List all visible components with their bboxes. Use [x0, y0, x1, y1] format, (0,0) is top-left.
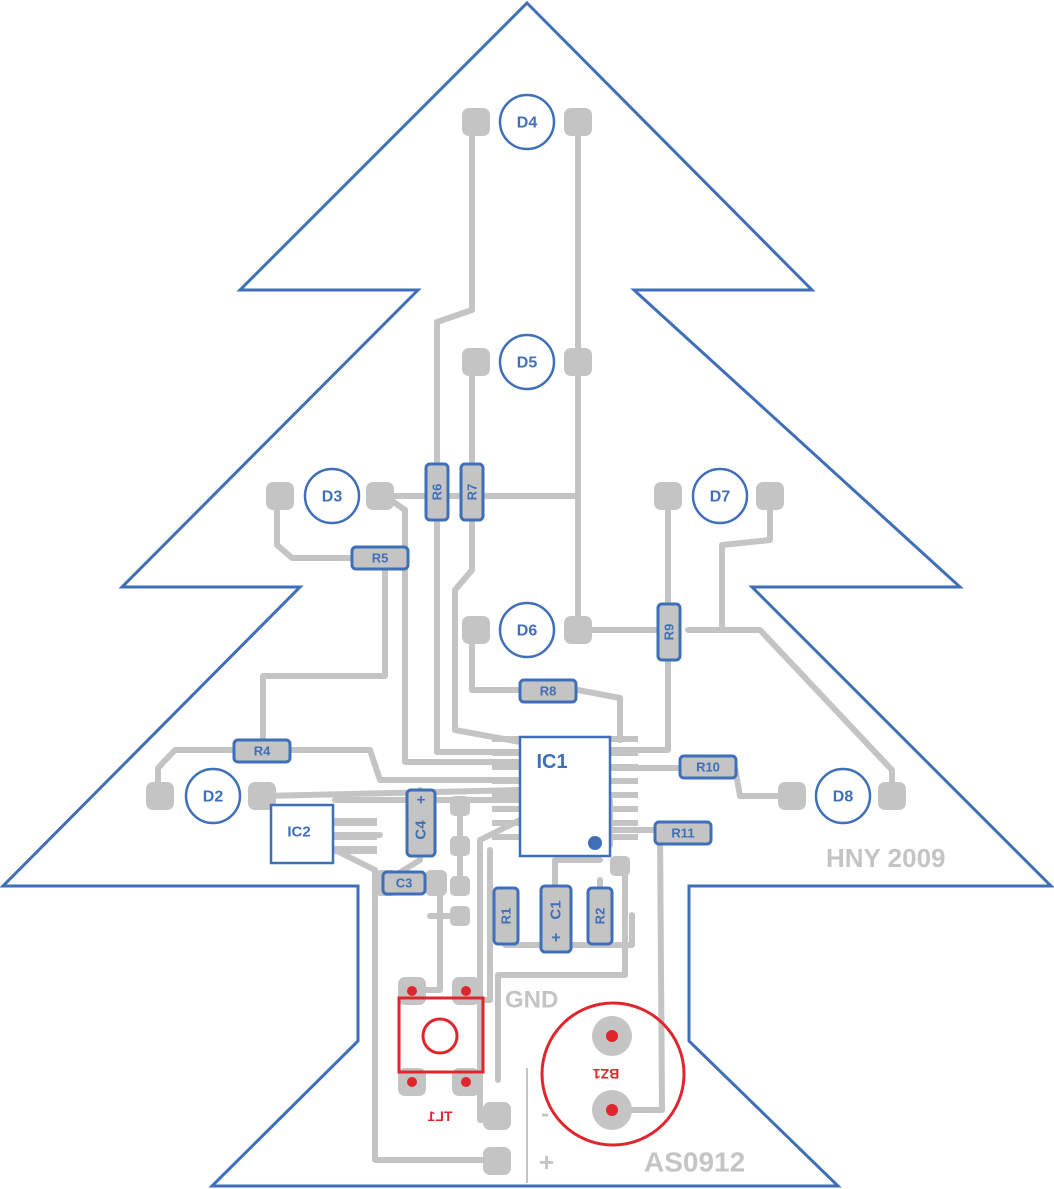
led-d4[interactable]: D4: [462, 93, 592, 151]
svg-text:D7: D7: [710, 489, 731, 506]
svg-text:+: +: [551, 930, 560, 947]
svg-text:D3: D3: [322, 489, 343, 506]
resistor-r10[interactable]: R10: [678, 754, 738, 780]
led-d8[interactable]: D8: [778, 767, 906, 825]
gnd-label: GND: [505, 987, 558, 1014]
capacitor-c1[interactable]: + C1: [539, 884, 573, 954]
resistor-r4[interactable]: R4: [232, 738, 292, 764]
resistor-r5[interactable]: R5: [350, 545, 410, 571]
svg-text:R1: R1: [499, 908, 514, 925]
svg-text:D4: D4: [517, 115, 538, 132]
led-d7[interactable]: D7: [654, 467, 784, 525]
svg-text:R6: R6: [430, 484, 445, 501]
svg-text:D8: D8: [833, 789, 854, 806]
svg-text:C4: C4: [413, 820, 430, 840]
resistor-r2[interactable]: R2: [586, 886, 614, 946]
tactile-switch-tl1[interactable]: TL1: [397, 977, 485, 1124]
svg-text:R8: R8: [540, 684, 557, 699]
svg-text:D2: D2: [203, 789, 224, 806]
led-d3[interactable]: D3: [266, 467, 394, 525]
resistor-r9[interactable]: R9: [656, 602, 682, 662]
led-d5[interactable]: D5: [462, 333, 592, 391]
led-d6[interactable]: D6: [462, 601, 592, 659]
capacitor-c4[interactable]: + C4: [405, 788, 437, 858]
svg-text:BZ1: BZ1: [593, 1066, 620, 1082]
minus-label: -: [541, 1101, 549, 1128]
resistor-r1[interactable]: R1: [492, 886, 520, 946]
capacitor-c3[interactable]: C3: [375, 870, 447, 896]
buzzer-bz1[interactable]: BZ1: [540, 1001, 686, 1147]
svg-text:R11: R11: [671, 826, 694, 841]
svg-text:IC1: IC1: [536, 751, 567, 773]
svg-text:R10: R10: [696, 760, 720, 775]
via-pads: [450, 796, 630, 1175]
svg-text:R2: R2: [593, 908, 608, 925]
svg-text:TL1: TL1: [427, 1108, 452, 1124]
svg-text:R4: R4: [254, 744, 271, 759]
board-code-label: AS0912: [644, 1147, 745, 1178]
svg-text:R7: R7: [465, 484, 480, 501]
svg-text:R9: R9: [662, 624, 677, 641]
resistor-r11[interactable]: R11: [653, 820, 713, 846]
svg-text:D6: D6: [517, 623, 538, 640]
svg-text:R5: R5: [372, 551, 389, 566]
greeting-label: HNY 2009: [826, 843, 946, 873]
ic1-pins: [492, 736, 638, 840]
svg-text:C1: C1: [548, 900, 565, 919]
plus-label: +: [539, 1147, 554, 1177]
resistor-r7[interactable]: R7: [459, 462, 485, 522]
resistor-r8[interactable]: R8: [518, 678, 578, 704]
ic1-pin1-marker: [588, 836, 602, 850]
led-d2[interactable]: D2: [146, 767, 276, 825]
ic2-chip[interactable]: IC2: [269, 803, 377, 865]
svg-text:D5: D5: [517, 355, 538, 372]
svg-text:+: +: [417, 792, 426, 809]
resistor-r6[interactable]: R6: [424, 462, 450, 522]
svg-text:C3: C3: [396, 876, 413, 891]
svg-text:IC2: IC2: [287, 824, 310, 841]
ic1-chip[interactable]: IC1: [492, 735, 638, 858]
